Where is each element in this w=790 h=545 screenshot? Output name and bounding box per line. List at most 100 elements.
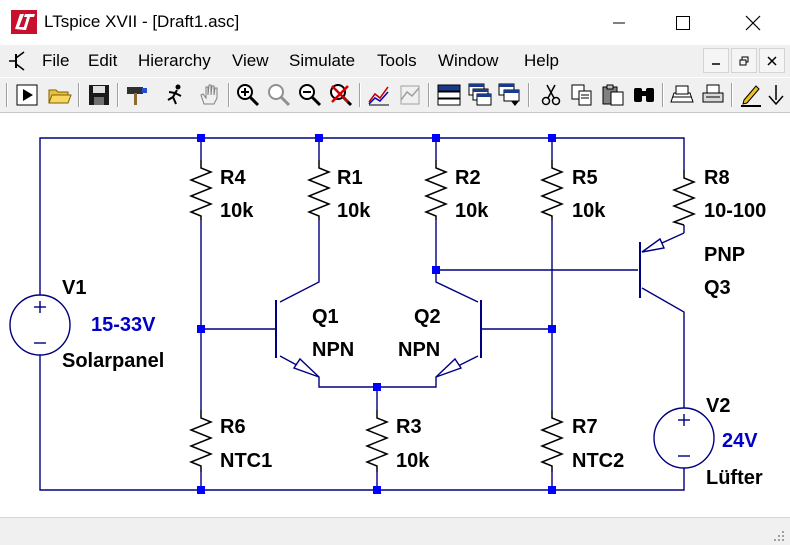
- toolbar-separator: [78, 83, 80, 107]
- autorange-icon[interactable]: [366, 82, 392, 108]
- q3-value[interactable]: PNP: [704, 244, 746, 266]
- cut-icon[interactable]: [538, 82, 564, 108]
- junction: [197, 486, 205, 494]
- r4-symbol: [188, 160, 214, 220]
- v2-label[interactable]: V2: [706, 395, 731, 417]
- r6-value[interactable]: NTC1: [220, 450, 273, 472]
- wire-top-rail: [39, 137, 685, 310]
- close-icon: [767, 55, 777, 66]
- zoom-cancel-icon[interactable]: [328, 82, 354, 108]
- menu-help[interactable]: Help: [524, 51, 559, 70]
- r3-label[interactable]: R3: [396, 416, 422, 438]
- save-icon[interactable]: [86, 82, 112, 108]
- r7-label[interactable]: R7: [572, 416, 598, 438]
- r6-symbol: [188, 410, 214, 472]
- q3-emitter-arrow: [641, 237, 666, 253]
- window-title: LTspice XVII - [Draft1.asc]: [44, 12, 240, 31]
- r8-value[interactable]: 10-100: [704, 200, 767, 222]
- minimize-button[interactable]: [596, 0, 642, 45]
- toolbar: [0, 77, 790, 113]
- print-icon[interactable]: [700, 82, 726, 108]
- q2-value[interactable]: NPN: [398, 339, 441, 361]
- junction: [373, 383, 381, 391]
- zoom-area-icon[interactable]: [266, 82, 292, 108]
- text-edit-icon[interactable]: [738, 82, 764, 108]
- mdi-minimize-button[interactable]: [703, 48, 729, 73]
- r3-symbol: [364, 410, 390, 472]
- r4-value[interactable]: 10k: [220, 200, 254, 222]
- maximize-icon: [676, 15, 690, 30]
- junction: [432, 134, 440, 142]
- r8-symbol: [671, 170, 697, 226]
- menu-bar: File Edit Hierarchy View Simulate Tools …: [0, 45, 790, 77]
- toolbar-separator: [662, 83, 664, 107]
- print-preview-icon[interactable]: [669, 82, 695, 108]
- zoom-out-icon[interactable]: [297, 82, 323, 108]
- move-down-icon[interactable]: [766, 82, 790, 108]
- v2-value[interactable]: 24V: [722, 430, 758, 452]
- zoom-in-icon[interactable]: [235, 82, 261, 108]
- r7-value[interactable]: NTC2: [572, 450, 625, 472]
- maximize-button[interactable]: [660, 0, 706, 45]
- schematic-canvas[interactable]: R4 10k R1 10k R2 10k R5 10k R8 10-100 PN…: [0, 113, 790, 517]
- v2-symbol: [653, 407, 715, 469]
- cascade-icon[interactable]: [467, 82, 493, 108]
- r5-symbol: [539, 160, 565, 220]
- v2-comment[interactable]: Lüfter: [706, 467, 763, 489]
- menu-file[interactable]: File: [42, 51, 70, 70]
- run-simulation-icon[interactable]: [162, 82, 188, 108]
- control-panel-hammer-icon[interactable]: [124, 82, 150, 108]
- menu-edit[interactable]: Edit: [88, 51, 118, 70]
- horizontal-scrollbar[interactable]: [0, 517, 790, 545]
- v1-label[interactable]: V1: [62, 277, 87, 299]
- r5-value[interactable]: 10k: [572, 200, 606, 222]
- copy-icon[interactable]: [569, 82, 595, 108]
- run-icon[interactable]: [14, 82, 40, 108]
- r1-label[interactable]: R1: [337, 167, 363, 189]
- r5-label[interactable]: R5: [572, 167, 598, 189]
- q3-label[interactable]: Q3: [704, 277, 731, 299]
- toolbar-separator: [359, 83, 361, 107]
- toolbar-separator: [117, 83, 119, 107]
- menu-simulate[interactable]: Simulate: [289, 51, 356, 70]
- schematic-document-icon[interactable]: [6, 49, 30, 73]
- menu-window[interactable]: Window: [438, 51, 499, 70]
- unzoom-icon[interactable]: [397, 82, 423, 108]
- menu-hierarchy[interactable]: Hierarchy: [138, 51, 211, 70]
- tile-vertically-icon[interactable]: [497, 82, 523, 108]
- q2-emitter-arrow: [435, 357, 463, 378]
- pan-hand-icon[interactable]: [196, 82, 222, 108]
- wire-bottom-rail: [39, 340, 685, 491]
- mdi-restore-button[interactable]: [731, 48, 757, 73]
- r1-value[interactable]: 10k: [337, 200, 371, 222]
- resize-grip-icon[interactable]: [772, 529, 786, 543]
- title-bar: LTspice XVII - [Draft1.asc]: [0, 0, 790, 45]
- r1-symbol: [306, 160, 332, 220]
- menu-view[interactable]: View: [232, 51, 269, 70]
- r2-label[interactable]: R2: [455, 167, 481, 189]
- junction: [432, 266, 440, 274]
- junction: [315, 134, 323, 142]
- paste-icon[interactable]: [600, 82, 626, 108]
- r2-value[interactable]: 10k: [455, 200, 489, 222]
- r4-label[interactable]: R4: [220, 167, 246, 189]
- r6-label[interactable]: R6: [220, 416, 246, 438]
- v1-value[interactable]: 15-33V: [91, 314, 156, 336]
- close-button[interactable]: [730, 0, 776, 45]
- open-folder-icon[interactable]: [47, 82, 73, 108]
- find-icon[interactable]: [631, 82, 657, 108]
- tile-horizontally-icon[interactable]: [436, 82, 462, 108]
- r8-label[interactable]: R8: [704, 167, 730, 189]
- v1-symbol: [9, 294, 71, 356]
- mdi-close-button[interactable]: [759, 48, 785, 73]
- q2-label[interactable]: Q2: [414, 306, 441, 328]
- r3-value[interactable]: 10k: [396, 450, 430, 472]
- junction: [197, 134, 205, 142]
- menu-tools[interactable]: Tools: [377, 51, 417, 70]
- r7-symbol: [539, 410, 565, 472]
- junction: [197, 325, 205, 333]
- v1-comment[interactable]: Solarpanel: [62, 350, 165, 372]
- q1-value[interactable]: NPN: [312, 339, 355, 361]
- q1-label[interactable]: Q1: [312, 306, 339, 328]
- toolbar-separator: [228, 83, 230, 107]
